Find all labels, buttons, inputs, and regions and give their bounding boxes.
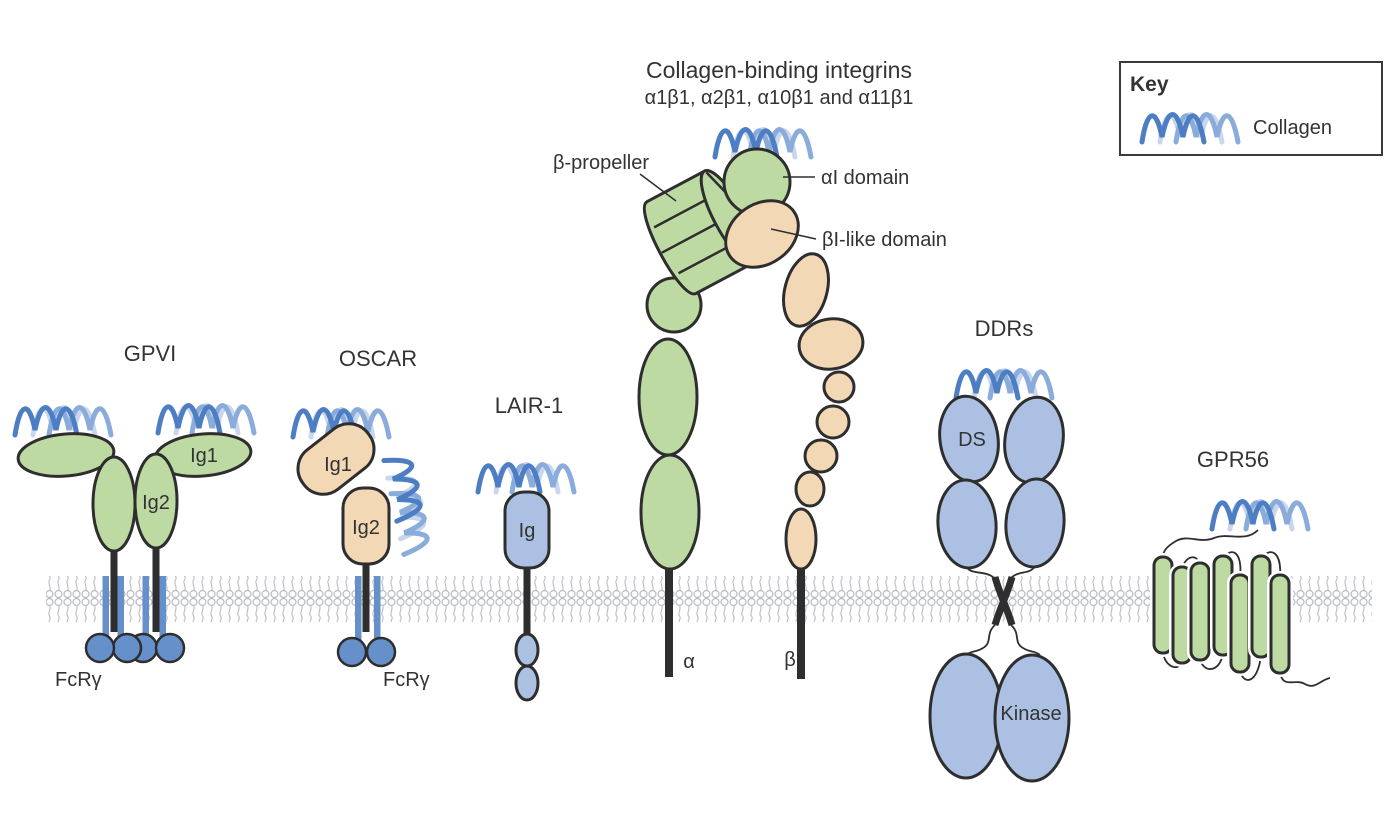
legend-collagen-label: Collagen xyxy=(1253,117,1332,139)
gpvi-fcr-subunit xyxy=(111,632,143,664)
integrin-beta-egf-domain xyxy=(794,470,826,508)
gpr56-tm-helix xyxy=(1189,561,1211,662)
gpvi-tm-helix xyxy=(102,576,109,642)
ddr-kinase-domain xyxy=(993,653,1071,783)
integrins-title: Collagen-binding integrins xyxy=(646,57,912,83)
oscar-fcr-subunit xyxy=(336,636,368,668)
ddr-ds-domain xyxy=(1003,395,1065,485)
oscar-ig1-domain xyxy=(296,422,376,496)
oscar-tm-helix xyxy=(355,576,362,642)
propeller-callout-line xyxy=(639,173,677,202)
collagen-icon xyxy=(478,465,574,493)
gpr56-tm-helices xyxy=(1150,552,1293,677)
gpvi-ig1-domain-left xyxy=(16,432,116,478)
beta-i-label: βI-like domain xyxy=(822,229,947,251)
integrin-beta-egf-domain xyxy=(822,370,856,404)
gpvi-ig1-label: Ig1 xyxy=(190,445,218,467)
oscar-title: OSCAR xyxy=(339,346,417,371)
ddr-ds-like-domain xyxy=(936,478,998,570)
integrin-receptor: Collagen-binding integrins α1β1, α2β1, α… xyxy=(553,57,947,679)
oscar-ig2-label: Ig2 xyxy=(352,517,380,539)
ddr-kinase-label: Kinase xyxy=(1000,703,1061,725)
gpr56-n-terminus xyxy=(1162,529,1259,559)
oscar-fcr-label: FcRγ xyxy=(383,669,430,691)
legend: Key Collagen xyxy=(1119,61,1383,156)
gpvi-receptor: GPVI Ig1 Ig2 FcRγ xyxy=(15,341,254,691)
integrin-beta-hybrid-domain xyxy=(782,252,830,328)
gpvi-fcr-subunit xyxy=(154,632,186,664)
alpha-chain-label: α xyxy=(683,651,695,673)
collagen-icon xyxy=(956,371,1052,399)
oscar-tm-helix xyxy=(374,576,381,642)
integrin-beta-psi-domain xyxy=(797,317,865,371)
ddr-kinase-domain xyxy=(928,652,1004,780)
alpha-i-label: αI domain xyxy=(821,167,909,189)
integrin-beta-i-like-domain xyxy=(724,199,800,269)
propeller-label: β-propeller xyxy=(553,152,649,174)
ddr-receptor: DDRs DS Kinase xyxy=(928,316,1071,783)
gpvi-tm-helix xyxy=(142,576,149,642)
gpr56-tm-helix xyxy=(1229,573,1251,674)
ddr-juxtamembrane xyxy=(1010,624,1041,656)
collagen-icon xyxy=(158,406,254,434)
beta-chain-label: β xyxy=(784,649,796,671)
legend-box xyxy=(1119,61,1383,156)
lair1-intracellular-domain xyxy=(514,632,540,668)
ddr-linker xyxy=(966,566,995,579)
gpvi-title: GPVI xyxy=(124,341,177,366)
ddrs-title: DDRs xyxy=(975,316,1034,341)
ddr-tm-helix xyxy=(991,576,1016,627)
oscar-fcr-subunit xyxy=(365,636,397,668)
integrin-beta-egf-domain xyxy=(815,404,851,440)
integrin-alpha-calf1-domain xyxy=(637,337,699,457)
oscar-receptor: OSCAR Ig1 Ig2 FcRγ xyxy=(288,346,430,691)
gpvi-ig2-domain-left xyxy=(91,455,137,553)
collagen-icon xyxy=(15,408,111,436)
gpr56-tm-helix xyxy=(1269,573,1291,675)
gpvi-tm-helix xyxy=(117,576,124,642)
oscar-ig2-domain xyxy=(341,486,391,566)
gpvi-fcr-subunit xyxy=(84,632,116,664)
collagen-icon-vertical xyxy=(384,455,431,555)
lair1-intracellular-domain xyxy=(514,664,540,702)
gpr56-receptor: GPR56 xyxy=(1150,447,1331,687)
lair1-ig-label: Ig xyxy=(519,520,536,542)
legend-title: Key xyxy=(1130,73,1169,96)
lair1-ig-domain xyxy=(503,490,551,570)
integrin-alpha-calf2-domain xyxy=(639,453,701,571)
gpr56-title: GPR56 xyxy=(1197,447,1269,472)
lair1-receptor: LAIR-1 Ig xyxy=(478,393,574,702)
ddr-linker xyxy=(1010,565,1036,579)
gpvi-ig2-label: Ig2 xyxy=(142,492,170,514)
gpvi-ig2-domain-right xyxy=(133,452,179,550)
oscar-ig1-label: Ig1 xyxy=(324,454,352,476)
integrin-beta-egf-domain xyxy=(803,438,839,474)
integrin-beta-tail-domain xyxy=(784,507,818,571)
ddr-ds-label: DS xyxy=(958,429,986,451)
gpvi-fcr-label: FcRγ xyxy=(55,669,102,691)
ddr-ds-like-domain xyxy=(1004,477,1066,569)
integrins-subtitle: α1β1, α2β1, α10β1 and α11β1 xyxy=(645,87,914,109)
ddr-juxtamembrane xyxy=(965,624,996,656)
gpr56-c-terminus xyxy=(1279,670,1331,687)
lair1-title: LAIR-1 xyxy=(495,393,563,418)
collagen-icon xyxy=(1212,502,1308,530)
beta-i-callout-line xyxy=(770,228,817,240)
gpvi-tm-helix xyxy=(159,576,166,642)
